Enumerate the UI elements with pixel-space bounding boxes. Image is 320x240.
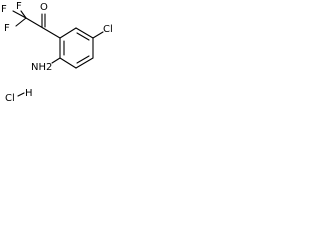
bond-ring-cl bbox=[92, 31, 104, 39]
ring-bond-4-double bbox=[76, 55, 90, 64]
hydrochloride-salt: Cl H bbox=[5, 88, 33, 103]
ring-bond-2 bbox=[75, 27, 94, 39]
bond-carbonyl-cf3 bbox=[25, 17, 44, 29]
bond-cf-3 bbox=[15, 17, 27, 27]
structure-canvas: F F F O Cl NH2 Cl H bbox=[0, 0, 118, 103]
atom-label-chlorine: Cl bbox=[103, 24, 113, 35]
atom-label-fluorine-3: F bbox=[4, 23, 10, 34]
chemical-structure-diagram: F F F O Cl NH2 Cl H bbox=[1, 1, 113, 103]
ring-bond-2-double bbox=[76, 32, 90, 41]
ring-bond-5 bbox=[59, 57, 77, 69]
atom-label-oxygen: O bbox=[40, 2, 48, 13]
atom-labels: F F F O Cl NH2 bbox=[1, 1, 113, 73]
bond-hcl bbox=[17, 92, 25, 97]
atom-label-fluorine-2: F bbox=[16, 1, 22, 12]
atom-label-amine: NH2 bbox=[31, 62, 52, 73]
bond-cf-1 bbox=[12, 10, 27, 19]
hcl-chlorine-label: Cl bbox=[5, 93, 15, 103]
atom-label-fluorine-1: F bbox=[1, 4, 7, 15]
hcl-hydrogen-label: H bbox=[25, 88, 33, 99]
bond-lines bbox=[12, 10, 104, 97]
ring-bond-1 bbox=[59, 27, 77, 39]
bond-ring-carbonyl bbox=[42, 27, 61, 39]
ring-bond-4 bbox=[75, 57, 94, 69]
bond-ring-nh2 bbox=[51, 57, 61, 64]
bond-cf-2 bbox=[20, 10, 27, 19]
